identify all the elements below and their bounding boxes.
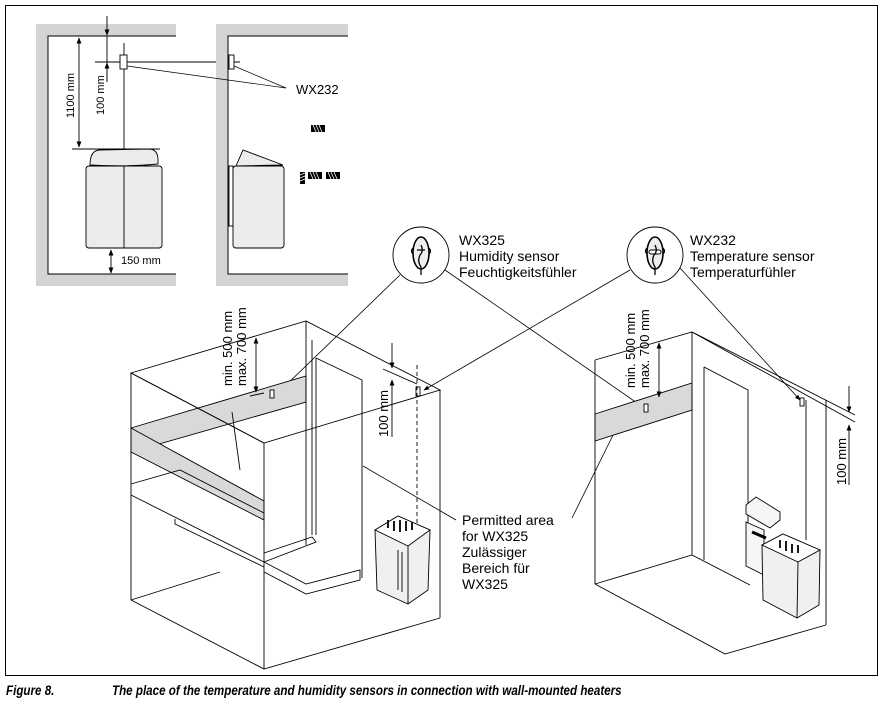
room-floor	[594, 583, 827, 655]
heater-stones	[387, 520, 413, 532]
humidity-name-en: Humidity sensor	[459, 248, 560, 264]
leader-humidity-left	[281, 274, 401, 390]
room-edge	[130, 372, 265, 444]
leader-temperature-right	[679, 267, 801, 401]
permitted-leader-right	[571, 420, 621, 519]
humidity-sensor-icon	[410, 236, 432, 275]
band-pointer	[231, 411, 241, 471]
room-top-outline	[691, 331, 856, 423]
control-unit-body	[745, 521, 765, 576]
temperature-name-de: Temperaturfühler	[690, 264, 796, 280]
permitted-line-5: WX325	[462, 576, 508, 592]
leader-line	[126, 65, 287, 89]
permitted-area-label: Permitted area for WX325 Zulässiger Bere…	[462, 512, 554, 592]
door	[703, 366, 749, 560]
figure-number: Figure 8.	[6, 683, 55, 698]
bench-step	[263, 536, 317, 563]
heater-stones	[779, 540, 799, 553]
right-dim-max: max. 700 mm	[637, 309, 652, 388]
temperature-sensor-mark	[799, 397, 805, 407]
dim-100-label: 100 mm	[95, 75, 107, 115]
figure-caption: The place of the temperature and humidit…	[112, 683, 622, 698]
heater-top-side	[235, 149, 284, 167]
wall-inner-outline-front	[47, 35, 176, 275]
humidity-sensor-callout: WX325 Humidity sensor Feuchtigkeitsfühle…	[392, 226, 577, 284]
humidity-name-de: Feuchtigkeitsfühler	[459, 264, 577, 280]
temperature-sensor-mark	[415, 386, 421, 397]
dim-150-label: 150 mm	[121, 255, 161, 267]
figure-frame	[5, 5, 878, 676]
door-partition	[315, 357, 363, 578]
heater-mount-bracket	[228, 165, 234, 227]
wx232-label: WX232	[296, 82, 339, 97]
dim-extension	[382, 368, 418, 385]
dim-1100-label: 1100 mm	[65, 73, 77, 118]
temperature-model: WX232	[690, 232, 736, 248]
leader-temperature-left	[423, 269, 631, 391]
side-view-section: WX232	[126, 24, 348, 286]
permitted-line-4: Bereich für	[462, 560, 530, 576]
bench-upper	[174, 519, 265, 568]
heater-top-front	[89, 148, 159, 167]
left-room-heater	[374, 515, 431, 605]
right-room-heaters	[745, 496, 822, 619]
right-room	[594, 331, 856, 655]
permitted-band-side	[130, 427, 265, 521]
callout-leaders	[281, 267, 801, 406]
permitted-leader-left	[362, 465, 457, 521]
bench-lower	[263, 561, 361, 595]
humidity-sensor-mark	[643, 403, 649, 413]
temperature-sensor-icon	[644, 236, 666, 275]
bench-upper	[130, 469, 265, 563]
permitted-line-2: for WX325	[462, 528, 528, 544]
left-dim-100: 100 mm	[376, 390, 391, 437]
heater-body-side	[232, 165, 285, 249]
heater-top	[760, 533, 822, 563]
leader-humidity-right	[444, 269, 641, 406]
left-dim-max: max. 700 mm	[234, 307, 249, 386]
control-unit	[745, 496, 781, 529]
right-dim-min: min. 500 mm	[623, 313, 638, 388]
front-view-section: 150 mm 1100 mm 100 mm	[36, 16, 240, 286]
heater-edge	[796, 561, 799, 619]
permitted-band-back	[130, 375, 307, 453]
permitted-band-right	[594, 382, 693, 442]
wall-inner-outline-side	[227, 35, 348, 275]
control-vent	[751, 530, 767, 540]
sensor-wx232-front	[119, 54, 128, 70]
leader-line	[233, 65, 287, 89]
left-dim-min: min. 500 mm	[220, 311, 235, 386]
humidity-model: WX325	[459, 232, 505, 248]
room-floor	[594, 554, 751, 586]
temperature-sensor-callout: WX232 Temperature sensor Temperaturfühle…	[626, 226, 815, 284]
permitted-line-1: Permitted area	[462, 512, 554, 528]
temperature-name-en: Temperature sensor	[690, 248, 815, 264]
room-floor	[130, 599, 441, 670]
sensor-wx232-side	[228, 54, 235, 70]
hatch-symbols	[299, 124, 340, 184]
heater-grille	[397, 550, 403, 592]
dim-extension	[249, 392, 265, 397]
permitted-line-3: Zulässiger	[462, 544, 527, 560]
room-floor	[130, 571, 221, 601]
left-room	[129, 320, 442, 670]
right-dim-100: 100 mm	[834, 438, 849, 485]
humidity-sensor-mark	[269, 389, 275, 399]
